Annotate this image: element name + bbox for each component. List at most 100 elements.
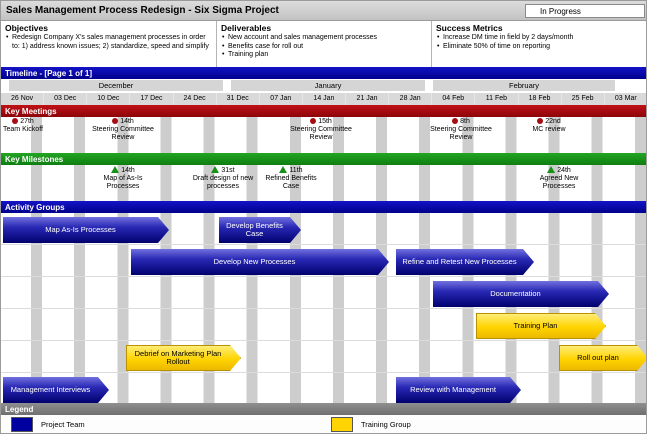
bullet-item: Training plan xyxy=(221,51,427,60)
page-title: Sales Management Process Redesign - Six … xyxy=(6,5,279,16)
activity-area: Map As-Is Processes Develop Benefits Case… xyxy=(1,213,647,403)
month-row: December January February xyxy=(1,79,646,92)
activity-bar-label: Debrief on Marketing Plan Rollout xyxy=(134,348,222,366)
meeting-dot-icon xyxy=(310,118,317,124)
week-label: 04 Feb xyxy=(432,93,476,105)
marker-day: 22nd xyxy=(516,118,582,126)
activity-bar-label: Documentation xyxy=(490,288,541,298)
marker-day: 15th xyxy=(288,118,354,126)
week-label: 10 Dec xyxy=(87,93,131,105)
activity-bar-label: Review with Management xyxy=(410,384,496,394)
legend-label: Training Group xyxy=(361,420,411,429)
marker-day: 14th xyxy=(90,118,156,126)
activity-bar[interactable]: Develop New Processes xyxy=(131,249,389,275)
activity-bar[interactable]: Documentation xyxy=(433,281,609,307)
week-label: 07 Jan xyxy=(260,93,303,105)
marker-day: 27th xyxy=(1,118,56,126)
bullet-item: Benefits case for roll out xyxy=(221,43,427,52)
legend-label: Project Team xyxy=(41,420,85,429)
legend-swatch xyxy=(11,417,33,432)
bullet-item: Eliminate 50% of time on reporting xyxy=(436,43,644,52)
legend-item: Project Team xyxy=(11,417,85,432)
legend-header: Legend xyxy=(1,403,646,415)
activity-bar-label: Develop Benefits Case xyxy=(226,220,283,238)
bullet-item: New account and sales management process… xyxy=(221,34,427,43)
activity-bar[interactable]: Training Plan xyxy=(476,313,606,339)
month-label: February xyxy=(433,80,615,91)
week-label: 25 Feb xyxy=(562,93,605,105)
success-metrics-panel: Success Metrics Increase DM time in fiel… xyxy=(432,21,646,67)
week-label: 11 Feb xyxy=(475,93,519,105)
week-label: 14 Jan xyxy=(303,93,346,105)
milestone-triangle-icon xyxy=(211,166,220,173)
objectives-list: Redesign Company X's sales management pr… xyxy=(5,34,212,51)
week-label: 26 Nov xyxy=(1,93,45,105)
activity-groups-header: Activity Groups xyxy=(1,201,646,213)
marker-day: 11th xyxy=(258,166,324,175)
meeting-dot-icon xyxy=(537,118,544,124)
milestone-triangle-icon xyxy=(279,166,288,173)
title-bar: Sales Management Process Redesign - Six … xyxy=(1,1,646,21)
meeting-dot-icon xyxy=(12,118,19,124)
legend-row: Project Team Training Group xyxy=(1,415,646,433)
marker-day: 24th xyxy=(526,166,592,175)
marker-label: Refined Benefits Case xyxy=(265,175,317,190)
month-label: January xyxy=(231,80,425,91)
activity-bar[interactable]: Management Interviews xyxy=(3,377,109,403)
marker-label: Steering Committee Review xyxy=(430,126,492,141)
activity-bar-label: Map As-Is Processes xyxy=(45,224,116,234)
success-metrics-list: Increase DM time in field by 2 days/mont… xyxy=(436,34,644,51)
deliverables-list: New account and sales management process… xyxy=(221,34,427,60)
key-milestones-header: Key Milestones xyxy=(1,153,646,165)
objectives-heading: Objectives xyxy=(5,23,48,33)
month-label: December xyxy=(9,80,223,91)
marker-label: Steering Committee Review xyxy=(290,126,352,141)
marker-label: Team Kickoff xyxy=(3,126,43,133)
objectives-panel: Objectives Redesign Company X's sales ma… xyxy=(1,21,217,67)
deliverables-panel: Deliverables New account and sales manag… xyxy=(217,21,432,67)
meeting-dot-icon xyxy=(112,118,119,124)
activity-bar[interactable]: Roll out plan xyxy=(559,345,647,371)
marker-label: MC review xyxy=(532,126,566,133)
activity-bar[interactable]: Map As-Is Processes xyxy=(3,217,169,243)
activity-bar[interactable]: Refine and Retest New Processes xyxy=(396,249,534,275)
status-field[interactable]: In Progress xyxy=(525,4,645,18)
activity-bar[interactable]: Debrief on Marketing Plan Rollout xyxy=(126,345,241,371)
activity-bar-label: Develop New Processes xyxy=(213,256,296,266)
marker-label: Map of As-Is Processes xyxy=(103,175,143,190)
marker-label: Draft design of new processes xyxy=(192,175,254,190)
marker-label: Steering Committee Review xyxy=(92,126,154,141)
week-label: 31 Dec xyxy=(217,93,260,105)
activity-bar-label: Roll out plan xyxy=(577,352,619,362)
week-label: 17 Dec xyxy=(130,93,174,105)
week-label: 24 Dec xyxy=(174,93,217,105)
timeline-section-header: Timeline - [Page 1 of 1] xyxy=(1,67,646,79)
activity-bar-label: Management Interviews xyxy=(10,384,91,394)
deliverables-heading: Deliverables xyxy=(221,23,272,33)
activity-bar[interactable]: Develop Benefits Case xyxy=(219,217,301,243)
activity-bar[interactable]: Review with Management xyxy=(396,377,521,403)
activity-bar-label: Refine and Retest New Processes xyxy=(402,256,517,266)
key-meetings-header: Key Meetings xyxy=(1,105,646,117)
marker-day: 8th xyxy=(428,118,494,126)
info-section: Objectives Redesign Company X's sales ma… xyxy=(1,21,646,67)
marker-day: 31st xyxy=(190,166,256,175)
meeting-dot-icon xyxy=(452,118,459,124)
week-label: 21 Jan xyxy=(346,93,390,105)
milestone-triangle-icon xyxy=(111,166,120,173)
marker-day: 14th xyxy=(90,166,156,175)
bullet-item: Redesign Company X's sales management pr… xyxy=(5,34,212,51)
